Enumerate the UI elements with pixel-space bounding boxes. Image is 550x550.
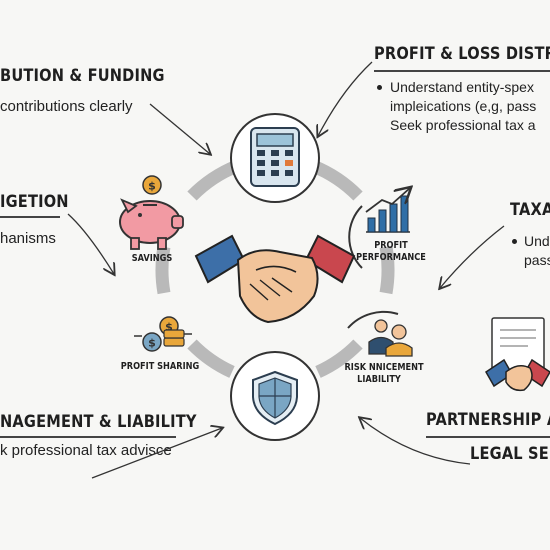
partnership-heading-line1: PARTNERSHIP A xyxy=(426,410,550,430)
taxation-heading: TAXA xyxy=(510,200,550,220)
management-liability-heading: NAGEMENT & LIABILITY xyxy=(0,412,197,432)
risk-management-node xyxy=(347,310,413,357)
handshake-icon xyxy=(194,234,356,324)
bar-chart-icon xyxy=(365,188,410,233)
profit-loss-bullet-line1: Understand entity-spex xyxy=(390,79,534,95)
profit-performance-label-line1: PROFIT xyxy=(374,240,408,251)
risk-management-label-line2: LIABILITY xyxy=(357,374,401,385)
profit-sharing-label: PROFIT SHARING xyxy=(120,361,200,372)
partnership-illustration xyxy=(485,317,550,392)
profit-loss-line3: Seek professional tax a xyxy=(390,117,536,133)
shield-icon xyxy=(252,370,298,426)
coins-icon: $ $ xyxy=(134,316,192,352)
mitigation-heading: IGETION xyxy=(0,192,69,212)
calculator-icon xyxy=(250,127,300,187)
bullet-icon xyxy=(377,85,382,90)
arrow-icon xyxy=(67,213,114,274)
profit-loss-divider xyxy=(374,70,550,72)
management-liability-divider xyxy=(0,436,176,438)
arrow-icon xyxy=(149,103,210,154)
mitigation-text: hanisms xyxy=(0,230,56,247)
contribution-funding-heading: BUTION & FUNDING xyxy=(0,66,165,86)
taxation-bullet-line2: pass xyxy=(524,252,550,268)
svg-text:$: $ xyxy=(148,180,156,193)
coin-icon: $ xyxy=(142,175,162,195)
arrow-icon xyxy=(318,61,373,136)
risk-management-label-line1: RISK NNICEMENT xyxy=(344,362,424,373)
arrow-icon xyxy=(360,418,471,465)
contribution-funding-text: contributions clearly xyxy=(0,98,133,115)
calculator-node xyxy=(230,113,320,203)
profit-sharing-node: $ $ xyxy=(134,316,192,352)
management-liability-text: k professional tax advisce xyxy=(0,442,172,459)
profit-performance-node xyxy=(348,188,410,269)
arrow-icon xyxy=(440,225,505,288)
partnership-heading-line2: LEGAL SEN xyxy=(470,444,550,464)
profit-loss-heading: PROFIT & LOSS DISTRIB xyxy=(374,44,550,64)
savings-node: $ xyxy=(119,175,184,250)
svg-text:$: $ xyxy=(148,337,156,350)
arrow-icon xyxy=(91,428,222,479)
profit-loss-bullet-line2: impleications (e,g, pass xyxy=(390,98,537,114)
bullet-icon xyxy=(512,239,517,244)
shield-node xyxy=(230,351,320,441)
partnership-divider xyxy=(426,436,550,438)
savings-label: SAVINGS xyxy=(131,253,173,264)
people-icon xyxy=(368,319,413,357)
piggy-bank-icon xyxy=(119,198,184,250)
taxation-bullet-line1: Unde xyxy=(524,233,550,249)
mitigation-divider xyxy=(0,216,60,218)
profit-performance-label-line2: PERFORMANCE xyxy=(356,252,426,263)
svg-text:$: $ xyxy=(165,321,173,334)
